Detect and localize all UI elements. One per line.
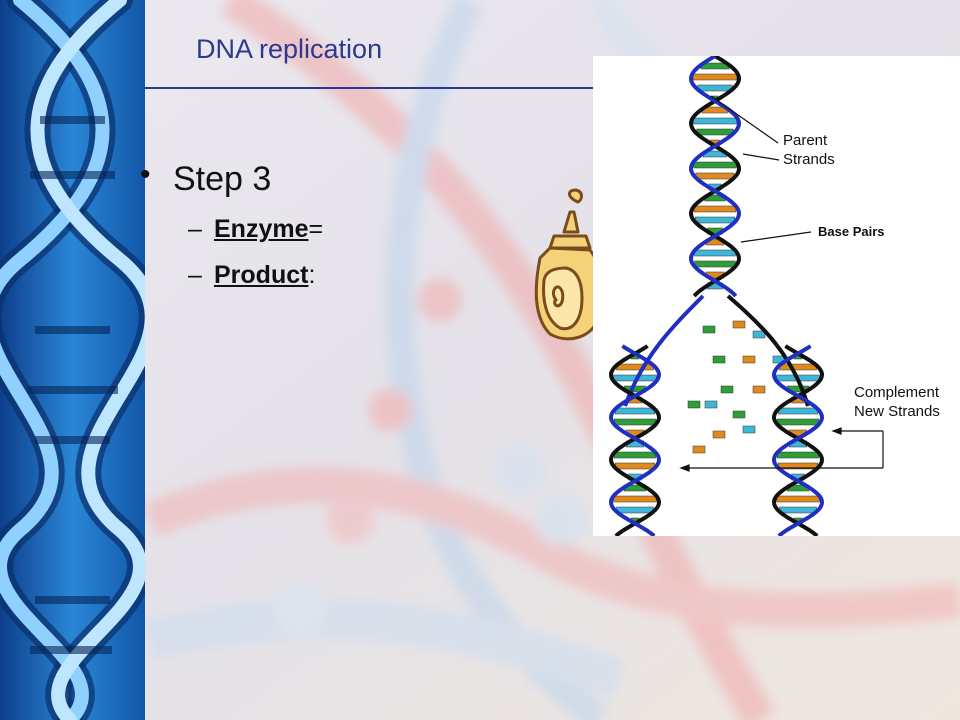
daughter-strand <box>771 344 825 536</box>
glue-bottle-icon <box>534 188 606 341</box>
dna-replication-diagram: Parent Strands Base Pairs Complement New… <box>593 56 960 536</box>
free-nucleotide <box>742 425 756 434</box>
base-pair <box>614 451 656 459</box>
arrowhead <box>831 427 842 435</box>
free-nucleotide <box>712 355 726 364</box>
pointer-line <box>710 95 779 144</box>
base-pair <box>692 73 738 81</box>
daughter-strand <box>771 344 825 536</box>
dash: – <box>188 215 202 243</box>
base-pair <box>696 128 734 136</box>
base-pair <box>777 418 819 426</box>
fork-strand <box>726 294 810 407</box>
base-pair <box>616 363 654 371</box>
bullet-step-text: Step 3 <box>173 160 272 198</box>
enzyme-suffix: = <box>308 215 324 243</box>
free-nucleotide <box>704 400 718 409</box>
label-base-pairs: Base Pairs <box>818 224 885 239</box>
base-pair <box>777 451 819 459</box>
base-pair <box>776 495 820 503</box>
label-parent: Parent <box>783 132 828 149</box>
enzyme-label: Enzyme <box>214 215 309 243</box>
base-pair <box>694 260 736 268</box>
strands-group <box>608 56 825 536</box>
base-pair <box>694 216 735 224</box>
fork-strand <box>623 294 705 407</box>
free-nucleotide <box>687 400 701 409</box>
parent-strand <box>688 56 742 298</box>
product-label: Product <box>214 261 309 289</box>
base-pair <box>697 84 733 92</box>
base-pair <box>778 407 818 415</box>
daughter-strand <box>608 344 662 536</box>
base-pair <box>694 249 736 257</box>
free-nucleotide <box>720 385 734 394</box>
base-pair <box>695 172 735 180</box>
arrowhead <box>679 464 690 472</box>
base-pair <box>614 418 656 426</box>
product-suffix: : <box>308 261 316 289</box>
base-pair <box>615 462 655 470</box>
base-pair <box>615 407 655 415</box>
base-pair <box>693 205 737 213</box>
free-nucleotide <box>732 320 746 329</box>
daughter-strand <box>608 344 662 536</box>
title-underline <box>145 87 595 89</box>
base-pair <box>616 506 654 514</box>
label-new-strands: New Strands <box>854 403 940 420</box>
bullet-dot: • <box>140 158 151 191</box>
pointer-line <box>740 231 812 243</box>
left-dna-band <box>0 0 145 720</box>
base-pair <box>779 363 817 371</box>
parent-strand <box>688 56 742 298</box>
base-pair <box>693 161 737 169</box>
label-complement: Complement <box>854 384 940 401</box>
label-strands: Strands <box>783 151 835 168</box>
base-pair <box>613 495 657 503</box>
free-nucleotide <box>732 410 746 419</box>
free-nucleotide <box>692 445 706 454</box>
base-pair <box>693 117 737 125</box>
free-nucleotide <box>742 355 756 364</box>
free-nucleotide <box>712 430 726 439</box>
base-pair <box>779 506 817 514</box>
free-nucleotide <box>752 330 766 339</box>
slide-title: DNA replication <box>196 34 383 64</box>
free-nucleotide <box>702 325 716 334</box>
free-nucleotide <box>752 385 766 394</box>
dash: – <box>188 261 202 289</box>
pointer-line <box>742 153 780 161</box>
